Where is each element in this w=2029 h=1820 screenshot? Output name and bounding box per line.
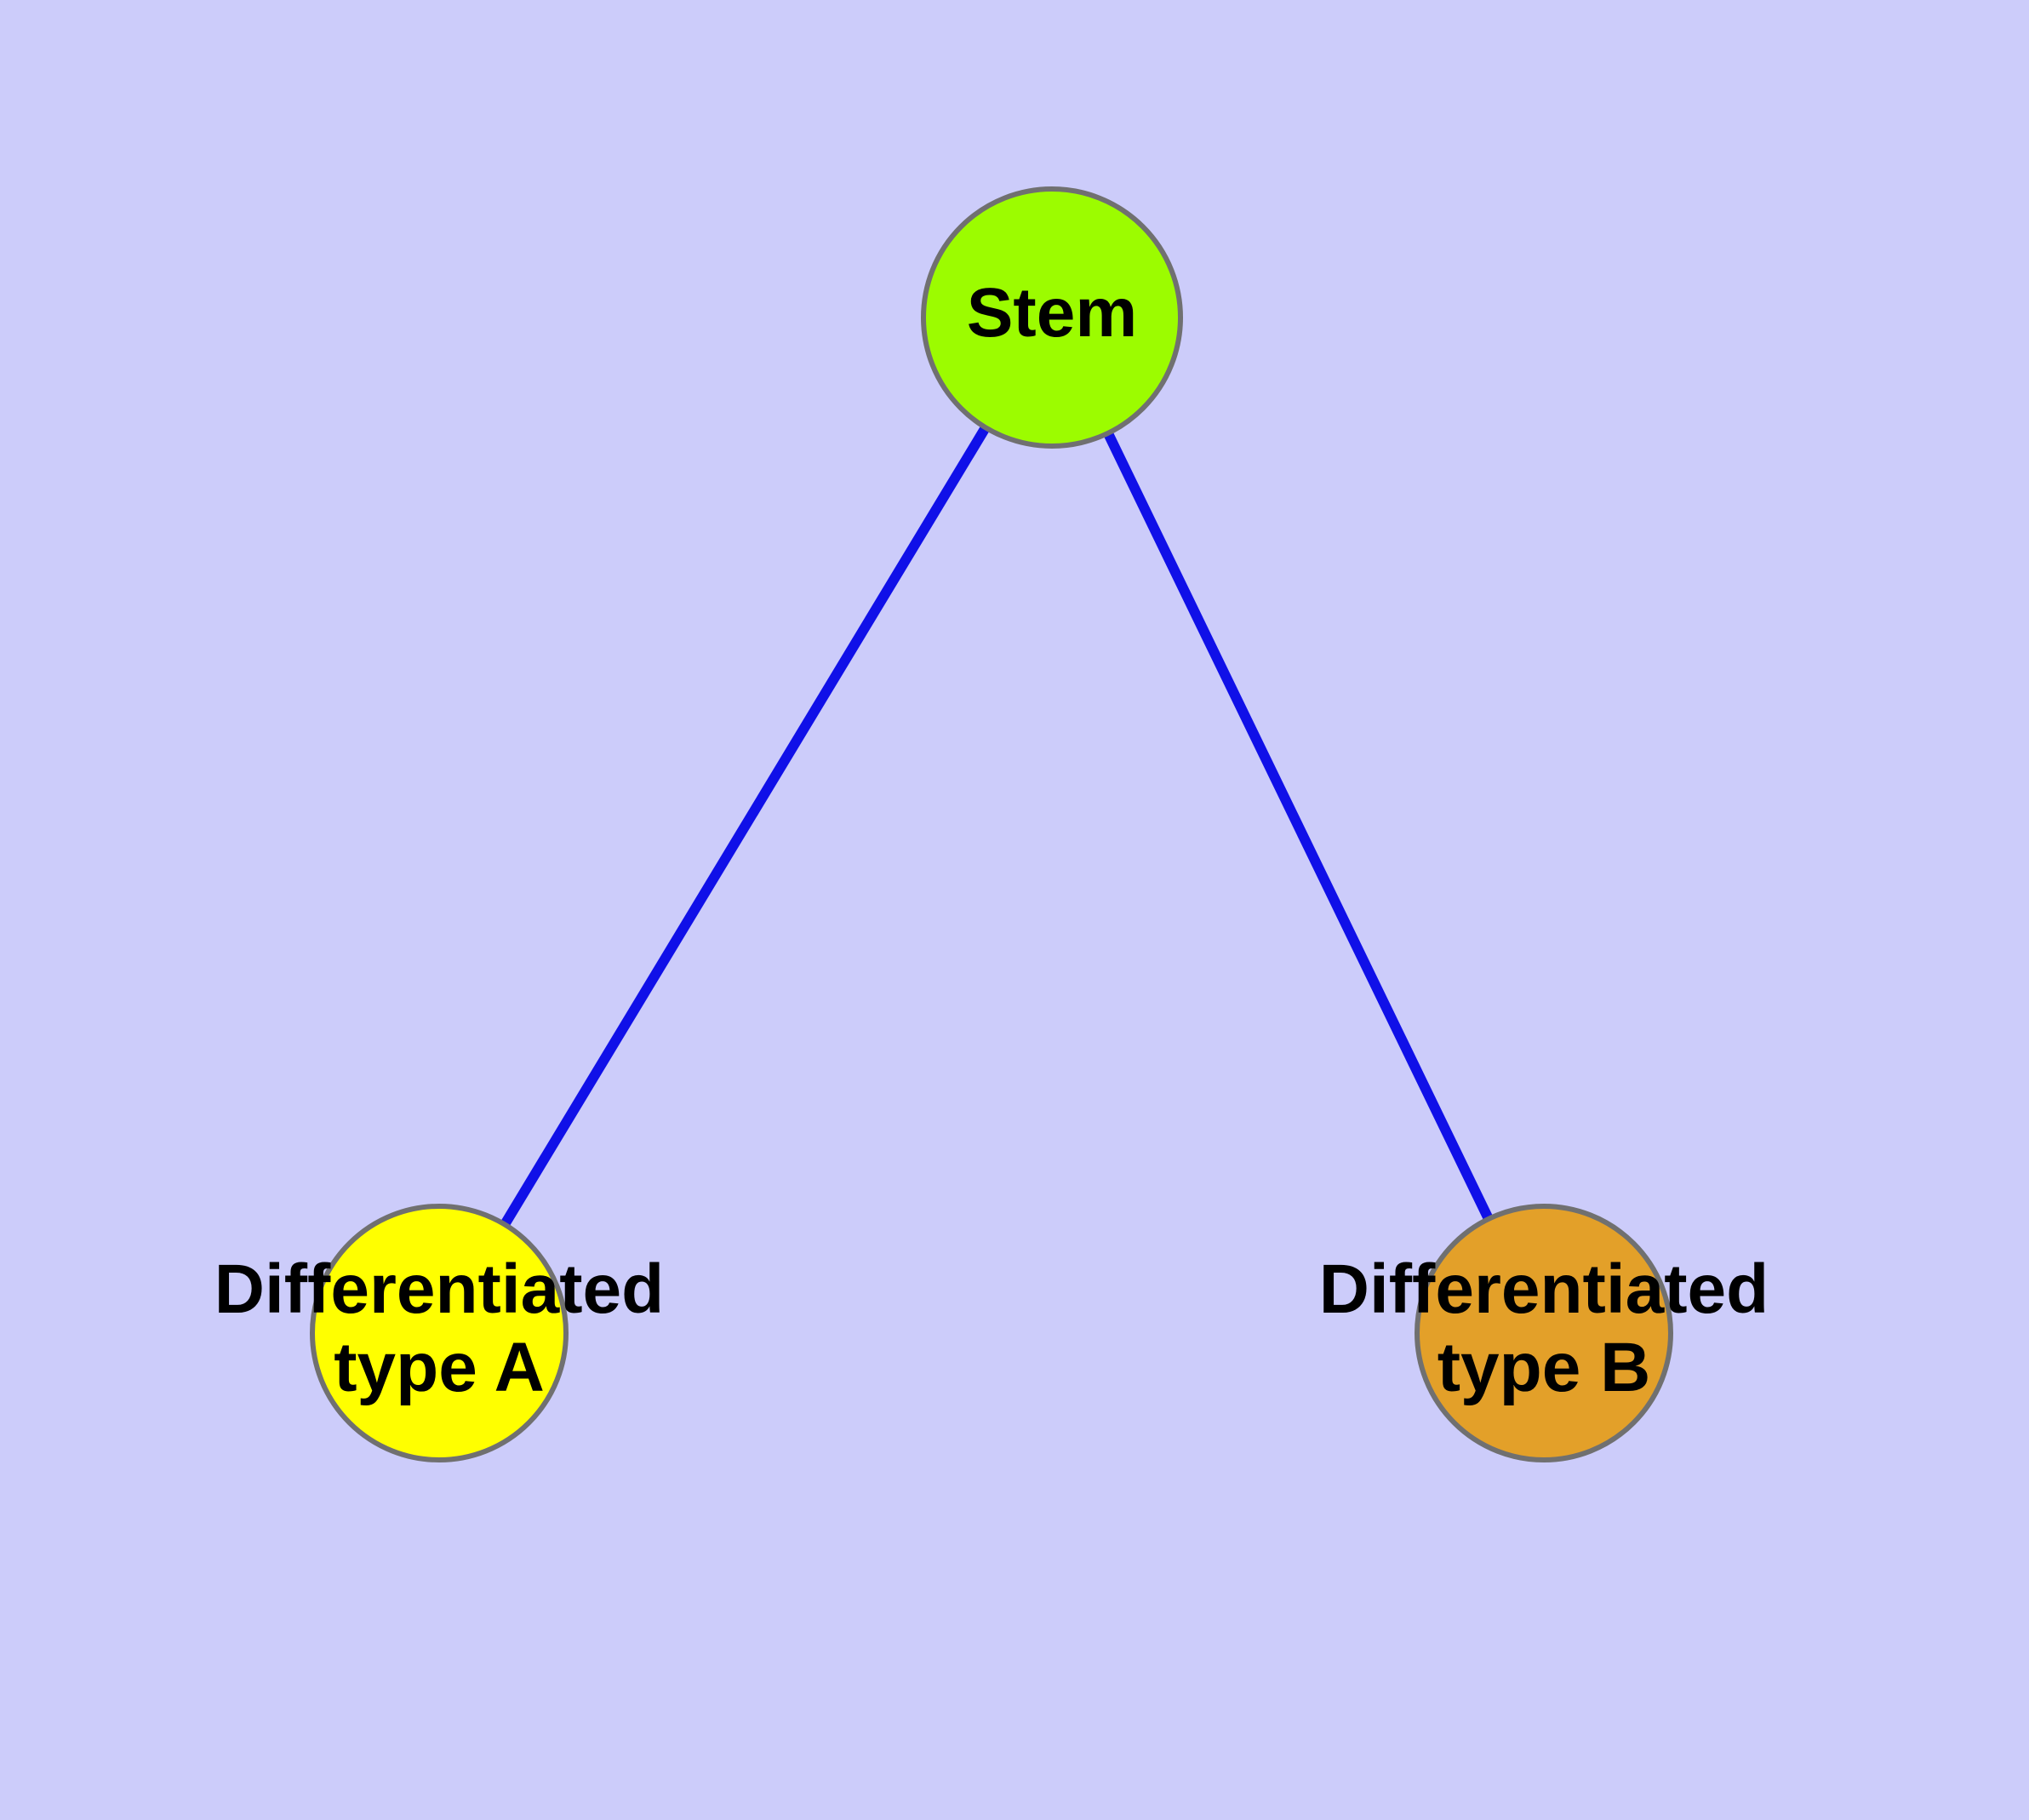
edges-layer (500, 426, 1493, 1227)
nodes-layer (310, 186, 1673, 1462)
node-label-line: type B (1437, 1329, 1651, 1406)
node-diff_a[interactable] (310, 1204, 569, 1462)
edge-stem-to-diff-a (500, 426, 990, 1227)
node-label-line: Stem (967, 274, 1138, 352)
node-label-stem: Stem (967, 274, 1138, 352)
edge-stem-to-diff-b (1103, 432, 1493, 1221)
node-diff_b[interactable] (1415, 1204, 1673, 1462)
node-label-line: Differentiated (214, 1251, 665, 1328)
node-stem[interactable] (921, 186, 1183, 449)
node-label-line: Differentiated (1319, 1251, 1769, 1328)
node-label-line: type A (334, 1329, 545, 1406)
